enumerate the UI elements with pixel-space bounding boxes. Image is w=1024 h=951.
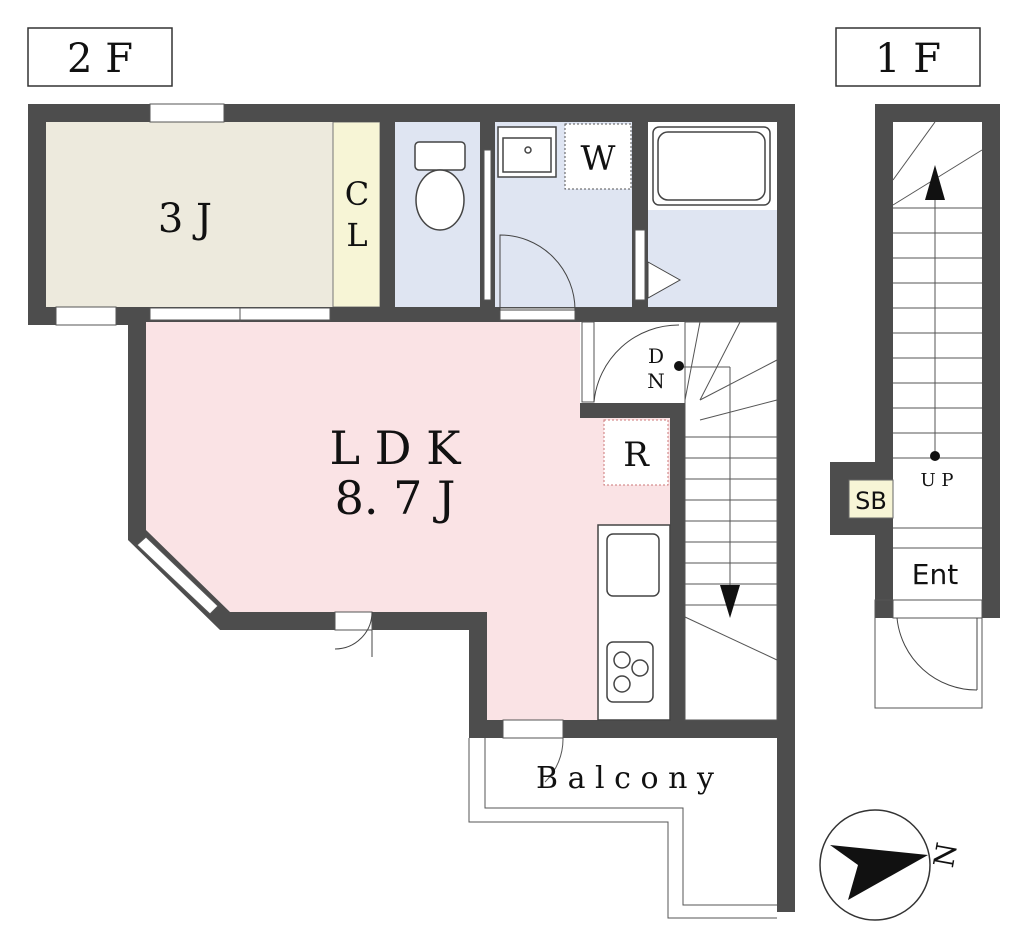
closet-label-l: L	[346, 216, 367, 254]
floor-label-1f: 1 F	[835, 27, 981, 87]
room-3j	[46, 122, 333, 307]
kitchen-counter	[597, 524, 671, 721]
refrigerator-space	[603, 419, 669, 486]
washroom-label: W	[581, 139, 616, 179]
stairs-2f	[680, 321, 778, 721]
stairs-down-n: N	[647, 369, 665, 393]
entrance-door-swing	[896, 617, 978, 691]
walls-1f	[830, 104, 1000, 618]
door-swing	[499, 234, 576, 311]
svg-text:1 F: 1 F	[875, 36, 941, 82]
room-3j-label: 3 J	[158, 196, 212, 242]
refrigerator-label: R	[623, 435, 650, 475]
shoe-box	[848, 479, 894, 519]
balcony-label: B a l c o n y	[536, 761, 714, 796]
north-compass-icon: N	[819, 809, 964, 921]
ldk-size: 8. 7 J	[335, 471, 456, 525]
ldk-label: L D K	[329, 421, 462, 475]
shoe-box-label: SB	[855, 487, 887, 515]
stairs-up-label: U P	[920, 470, 953, 491]
floor-label-2f: 2 F	[27, 27, 173, 87]
closet-label-c: C	[345, 175, 369, 213]
stairs-1f	[874, 121, 983, 709]
bathroom	[648, 210, 777, 307]
stairs-down-arrow	[720, 585, 740, 618]
stairs-up-arrow	[925, 165, 945, 200]
entrance-label: Ent	[912, 558, 958, 591]
stairs-down-d: D	[648, 344, 664, 368]
balcony	[468, 737, 777, 919]
svg-text:N: N	[927, 840, 964, 870]
bathtub-icon	[652, 126, 771, 206]
washer-space	[564, 123, 632, 190]
closet	[332, 121, 381, 308]
windows	[55, 103, 646, 739]
room-ldk	[146, 322, 670, 720]
svg-text:2 F: 2 F	[67, 36, 133, 82]
toilet-icon	[414, 141, 466, 231]
wash-basin-icon	[497, 126, 557, 178]
